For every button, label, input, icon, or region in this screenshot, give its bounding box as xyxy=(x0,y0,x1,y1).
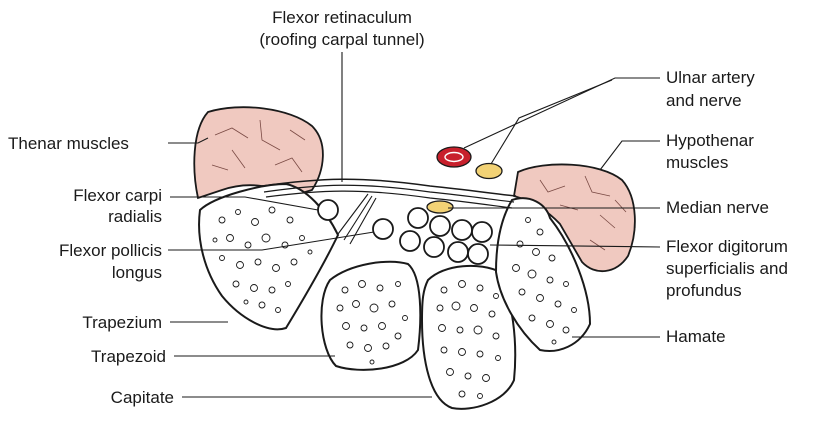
thenar-muscles xyxy=(194,107,323,198)
flexor-digitorum-tendons xyxy=(400,208,492,264)
flexor-carpi-radialis-tendon xyxy=(318,200,338,220)
label-flexor-digitorum-1: Flexor digitorum xyxy=(666,237,788,256)
label-flexor-retinaculum-sub: (roofing carpal tunnel) xyxy=(259,30,424,49)
label-hamate: Hamate xyxy=(666,327,726,346)
label-ulnar-artery-1: Ulnar artery xyxy=(666,68,755,87)
label-flexor-digitorum-3: profundus xyxy=(666,281,742,300)
label-flexor-digitorum-2: superficialis and xyxy=(666,259,788,278)
label-hypothenar-1: Hypothenar xyxy=(666,131,754,150)
label-capitate: Capitate xyxy=(111,388,174,407)
flexor-pollicis-longus-tendon xyxy=(373,219,393,239)
trapezoid-bone xyxy=(321,262,420,370)
median-nerve xyxy=(427,201,453,213)
label-flexor-pollicis-longus-1: Flexor pollicis xyxy=(59,241,162,260)
label-median-nerve: Median nerve xyxy=(666,198,769,217)
label-hypothenar-2: muscles xyxy=(666,153,728,172)
label-flexor-retinaculum: Flexor retinaculum xyxy=(272,8,412,27)
trapezium-bone xyxy=(199,184,338,329)
label-flexor-pollicis-longus-2: longus xyxy=(112,263,162,282)
label-flexor-carpi-radialis-2: radialis xyxy=(108,207,162,226)
label-ulnar-artery-2: and nerve xyxy=(666,91,742,110)
label-trapezoid: Trapezoid xyxy=(91,347,166,366)
label-trapezium: Trapezium xyxy=(82,313,162,332)
label-flexor-carpi-radialis-1: Flexor carpi xyxy=(73,186,162,205)
label-thenar-muscles: Thenar muscles xyxy=(8,134,129,153)
